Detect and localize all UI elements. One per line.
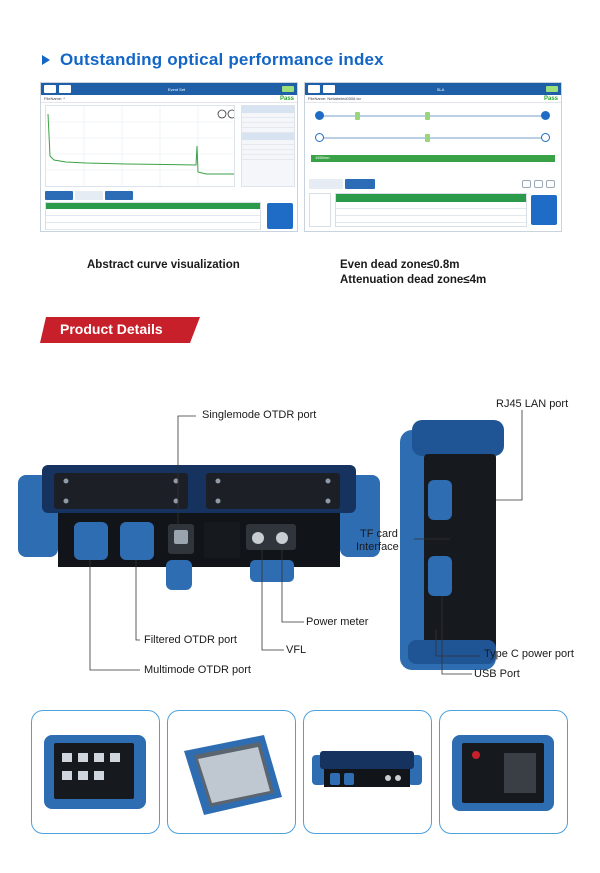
otdr-curve-screenshot: Event Set FileName: * Pass xyxy=(40,82,298,232)
distance-track xyxy=(315,109,551,123)
thumbnail-back[interactable] xyxy=(439,710,568,834)
label-usb-port: USB Port xyxy=(474,668,520,680)
test-button[interactable] xyxy=(531,195,557,225)
section-title-performance: Outstanding optical performance index xyxy=(42,50,384,70)
label-power-meter: Power meter xyxy=(306,616,369,628)
wavelength-bar: 1550nm xyxy=(311,155,555,162)
device-svg xyxy=(18,410,523,675)
tab-event[interactable] xyxy=(75,191,103,200)
label-typec-port: Type C power port xyxy=(484,648,574,660)
screen-title: SLA xyxy=(436,86,445,92)
caption-dead-zone: Even dead zone≤0.8m xyxy=(340,259,460,271)
home-icon xyxy=(308,85,320,93)
tab-link-view[interactable] xyxy=(309,179,343,189)
screen-tabbar xyxy=(45,191,295,200)
refresh-icon xyxy=(227,109,237,119)
thumbnail-top[interactable] xyxy=(303,710,432,834)
pass-status: Pass xyxy=(543,95,558,102)
section-title-text: Outstanding optical performance index xyxy=(60,50,384,69)
banner-title: Product Details xyxy=(60,321,163,337)
product-details-banner: Product Details xyxy=(40,317,200,343)
param-panel xyxy=(241,105,295,187)
otdr-trace-plot xyxy=(45,105,237,187)
device-angle-image xyxy=(184,735,282,815)
zoom-icon xyxy=(217,109,227,119)
device-top-view xyxy=(18,465,380,590)
label-filtered-port: Filtered OTDR port xyxy=(144,634,237,646)
pass-status: Pass xyxy=(279,95,294,102)
file-name: FileName: * xyxy=(44,96,65,101)
device-diagram xyxy=(0,360,600,690)
settings-icon[interactable] xyxy=(522,180,531,188)
screen-topbar: Event Set xyxy=(41,83,297,95)
camera-icon xyxy=(59,85,71,93)
wavelength-label: 1550nm xyxy=(315,155,330,160)
file-name: FileName: Netlabeled0006.tcr xyxy=(308,96,361,101)
wavelength-list xyxy=(309,193,331,227)
screen-filebar: FileName: Netlabeled0006.tcr Pass xyxy=(305,95,561,103)
event-list-table xyxy=(335,193,527,227)
label-singlemode-port: Singlemode OTDR port xyxy=(202,409,317,421)
home-icon xyxy=(44,85,56,93)
screen-title: Event Set xyxy=(167,86,186,92)
label-rj45-port: RJ45 LAN port xyxy=(496,398,569,410)
caption-curve: Abstract curve visualization xyxy=(87,259,240,271)
trace-svg xyxy=(46,106,237,186)
tab-event-list[interactable] xyxy=(345,179,375,189)
label-tf-card: TF card xyxy=(360,528,398,540)
screen-tabbar xyxy=(309,179,559,189)
screen-icons xyxy=(522,180,555,188)
start-button[interactable] xyxy=(267,203,293,229)
label-multimode-port: Multimode OTDR port xyxy=(144,664,251,676)
caption-attenuation: Attenuation dead zone≤4m xyxy=(340,274,487,286)
save-icon[interactable] xyxy=(534,180,543,188)
label-vfl: VFL xyxy=(286,644,307,656)
tab-measure[interactable] xyxy=(105,191,133,200)
marker-track xyxy=(315,131,551,145)
sla-screenshot: SLA FileName: Netlabeled0006.tcr Pass 15… xyxy=(304,82,562,232)
battery-icon xyxy=(282,86,294,92)
label-tf-interface: Interface xyxy=(356,541,399,553)
device-top-image xyxy=(312,751,422,787)
device-back-image xyxy=(452,735,554,811)
thumbnail-front[interactable] xyxy=(31,710,160,834)
thumbnail-angle[interactable] xyxy=(167,710,296,834)
open-icon[interactable] xyxy=(546,180,555,188)
banner-shape-icon xyxy=(40,317,200,343)
device-front-image xyxy=(44,735,146,809)
screen-filebar: FileName: * Pass xyxy=(41,95,297,103)
play-arrow-icon xyxy=(42,55,50,65)
device-side-view xyxy=(400,420,504,670)
event-table xyxy=(45,202,261,230)
camera-icon xyxy=(323,85,335,93)
battery-icon xyxy=(546,86,558,92)
tab-otdr[interactable] xyxy=(45,191,73,200)
screen-topbar: SLA xyxy=(305,83,561,95)
